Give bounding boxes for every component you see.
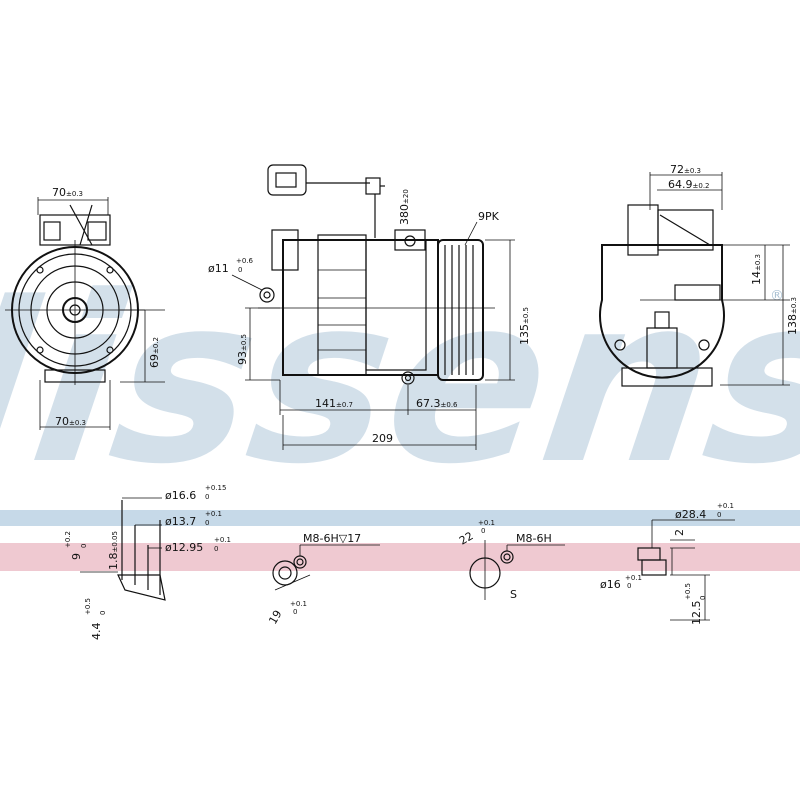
mount-height: 93±0.5 (236, 334, 249, 365)
d4-dia-outer: ø28.4 (675, 508, 706, 521)
svg-text:+0.1: +0.1 (290, 600, 307, 608)
svg-text:+0.1: +0.1 (625, 574, 642, 582)
svg-text:+0.1: +0.1 (478, 519, 495, 527)
overall-length: 209 (372, 432, 393, 445)
svg-text:+0.1: +0.1 (214, 536, 231, 544)
d4-step: 2 (673, 529, 686, 536)
svg-text:0: 0 (214, 545, 218, 553)
rear-inner-width: 64.9±0.2 (668, 178, 710, 191)
port-diameter: ø11 (208, 262, 229, 275)
pink-band (0, 543, 800, 571)
svg-text:+0.5: +0.5 (84, 598, 92, 615)
svg-text:0: 0 (717, 511, 721, 519)
d1-depth: 9 (70, 553, 83, 560)
svg-text:+0.6: +0.6 (236, 257, 254, 265)
svg-text:0: 0 (293, 608, 297, 616)
front-center-height: 69±0.2 (148, 337, 161, 368)
d3-thread: M8-6H (516, 532, 552, 545)
svg-text:0: 0 (699, 596, 707, 600)
detail-3: M8-6H 22 +0.1 0 S (457, 519, 565, 601)
d4-dia-inner: ø16 (600, 578, 621, 591)
rear-total-height: 138±0.3 (786, 297, 799, 335)
d3-label-s: S (510, 588, 517, 601)
rear-top-width: 72±0.3 (670, 163, 701, 176)
mount-spacing: 141±0.7 (315, 397, 353, 410)
registered-mark: ® (770, 288, 784, 304)
belt-label: 9PK (478, 210, 500, 223)
svg-text:+0.1: +0.1 (205, 510, 222, 518)
d1-offset: 4.4 (90, 623, 103, 641)
pulley-height: 135±0.5 (518, 307, 531, 345)
svg-text:+0.5: +0.5 (684, 583, 692, 600)
d1-dia-mid: ø13.7 (165, 515, 196, 528)
d2-offset: 19 (266, 608, 284, 627)
svg-text:0: 0 (481, 527, 485, 535)
d4-height: 12.5 (690, 601, 703, 626)
svg-text:0: 0 (238, 266, 242, 274)
svg-text:+0.1: +0.1 (717, 502, 734, 510)
d1-dia-outer: ø16.6 (165, 489, 196, 502)
pulley-offset: 67.3±0.6 (416, 397, 458, 410)
svg-text:+0.15: +0.15 (205, 484, 226, 492)
d1-dia-inner: ø12.95 (165, 541, 203, 554)
detail-2: M8-6H▽17 19 +0.1 0 (266, 532, 380, 627)
front-view: 70±0.3 70±0.3 69±0.2 (5, 186, 165, 430)
svg-text:0: 0 (627, 582, 631, 590)
detail-4: ø28.4 +0.1 0 2 ø16 +0.1 0 12.5 +0.5 0 (600, 502, 735, 625)
watermark-text: Nissens (0, 246, 800, 515)
front-top-width: 70±0.3 (52, 186, 83, 199)
d2-thread: M8-6H▽17 (303, 532, 361, 545)
svg-text:0: 0 (80, 544, 88, 548)
svg-text:0: 0 (205, 493, 209, 501)
d1-step: 1.8±0.05 (107, 531, 120, 570)
svg-text:0: 0 (205, 519, 209, 527)
front-bottom-width: 70±0.3 (55, 415, 86, 428)
detail-1: ø16.6 +0.15 0 ø13.7 +0.1 0 ø12.95 +0.1 0… (64, 484, 231, 640)
svg-text:+0.2: +0.2 (64, 531, 72, 548)
side-view: 380±20 9PK ø11 +0.6 0 93±0.5 (208, 164, 531, 450)
d3-dia: 22 (457, 529, 476, 547)
connector-height: 380±20 (398, 189, 411, 225)
rear-port-offset: 14±0.3 (750, 254, 763, 285)
rear-view: 72±0.3 64.9±0.2 14±0.3 138±0.3 (599, 163, 799, 387)
blue-band (0, 510, 800, 526)
svg-text:0: 0 (99, 611, 107, 615)
